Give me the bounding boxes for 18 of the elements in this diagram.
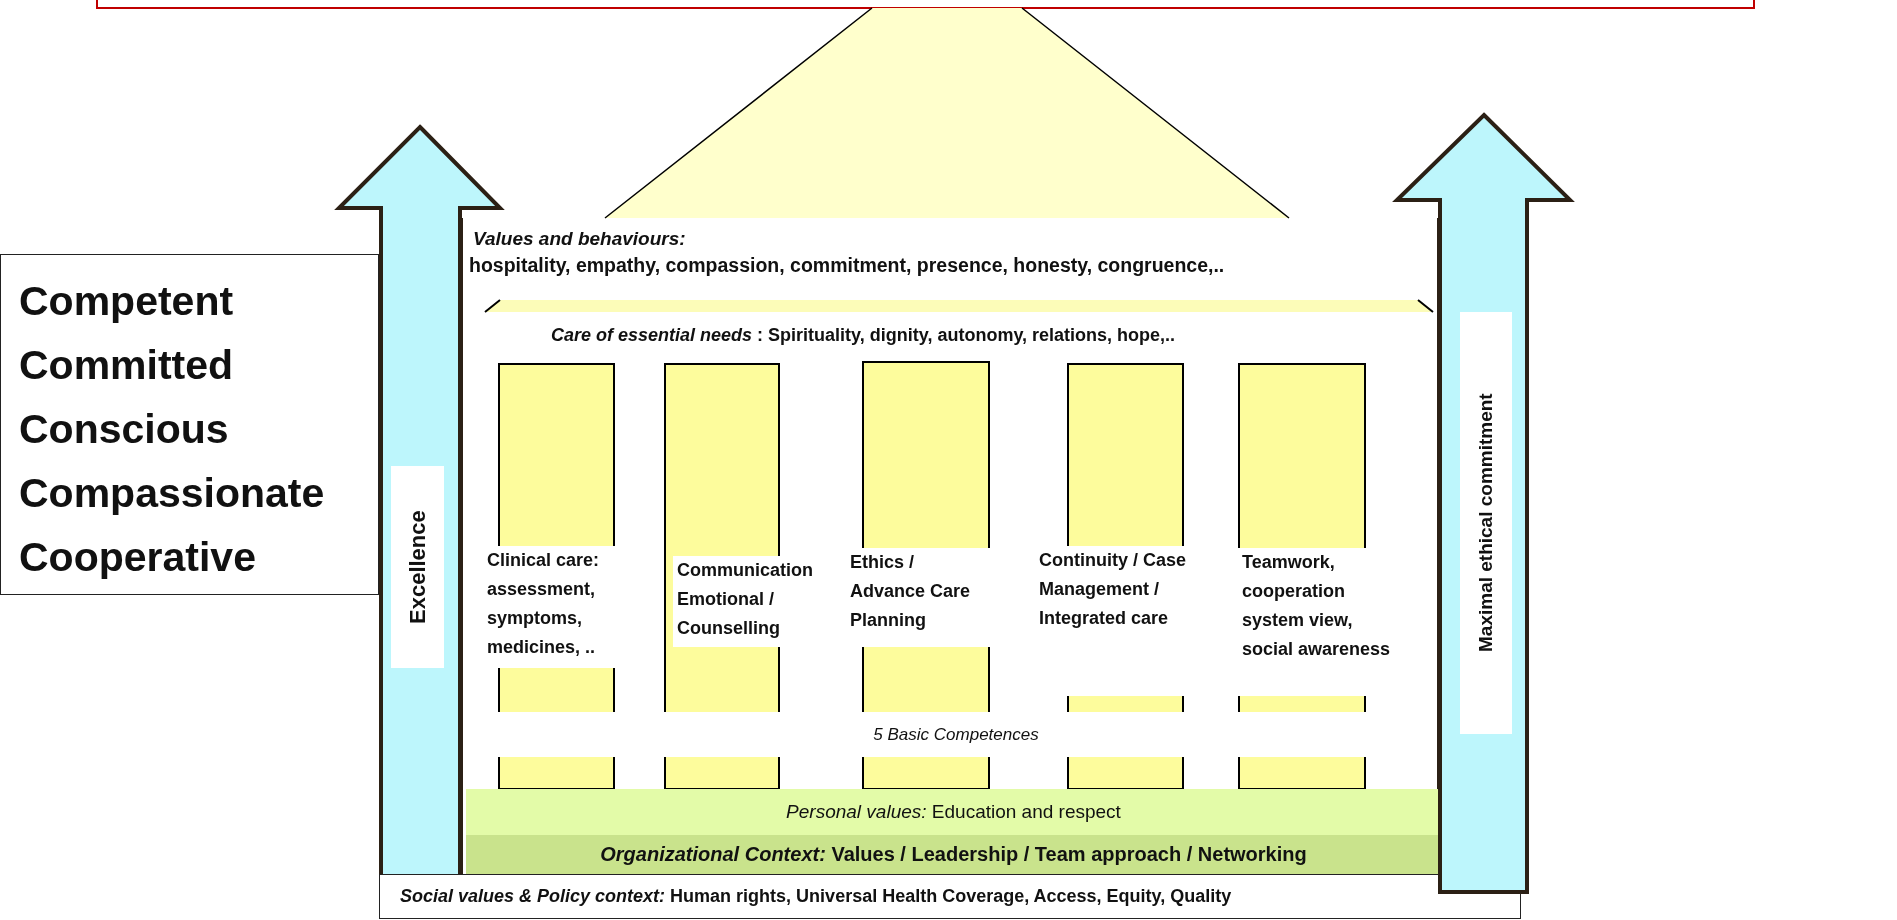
values-heading: Values and behaviours: xyxy=(473,228,686,250)
quality-term: Cooperative xyxy=(19,533,256,582)
band-text: Social values & Policy context: Human rights, Universal Health Coverage, Access, Equity, Quality xyxy=(400,886,1232,907)
quality-term: Committed xyxy=(19,341,234,390)
quality-term: Compassionate xyxy=(19,469,325,518)
policy-context-box xyxy=(379,874,1521,919)
band-text: Personal values: Education and respect xyxy=(786,801,1121,823)
section-label: 5 Basic Competences xyxy=(872,724,1039,745)
commitment-label: Maximal ethical commitment xyxy=(1460,312,1512,734)
organizational-context-band xyxy=(466,835,1441,874)
text-panel xyxy=(0,254,379,595)
band-text: Organizational Context: Values / Leadership / Team approach / Networking xyxy=(600,843,1307,866)
quality-term: Conscious xyxy=(19,405,229,454)
personal-values-band xyxy=(466,789,1441,835)
quality-term: Competent xyxy=(19,277,234,326)
values-list: hospitality, empathy, compassion, commitment, presence, honesty, congruence,.. xyxy=(469,254,1225,277)
excellence-label: Excellence xyxy=(391,466,444,668)
essential-needs-text: Care of essential needs : Spirituality, dignity, autonomy, relations, hope,.. xyxy=(551,325,1176,346)
